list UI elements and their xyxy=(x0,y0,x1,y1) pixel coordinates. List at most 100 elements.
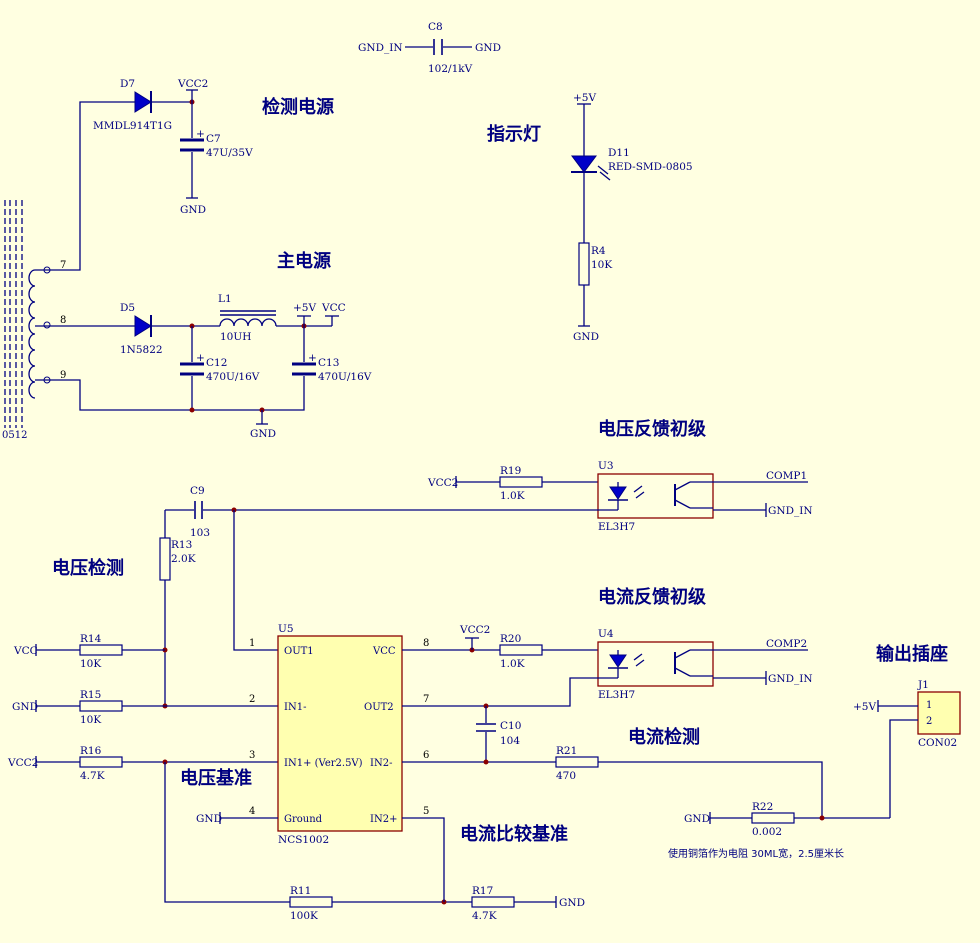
resistor-r19: R19 1.0K xyxy=(499,465,543,502)
u5-pinnum-5: 5 xyxy=(423,806,429,817)
net-vcc-main: VCC xyxy=(321,302,346,314)
u5-pin-in2m: IN2- xyxy=(370,758,392,769)
u5-pinnum-7: 7 xyxy=(423,694,429,705)
svg-text:+: + xyxy=(308,352,317,364)
u5-pinnum-1: 1 xyxy=(249,638,255,649)
u3-value: EL3H7 xyxy=(598,521,635,533)
l1-ref: L1 xyxy=(218,293,232,305)
r4-ref: R4 xyxy=(591,245,606,257)
c10-value: 104 xyxy=(500,735,520,747)
c8-value: 102/1kV xyxy=(428,63,473,75)
section-voltage-ref: 电压基准 xyxy=(180,767,252,789)
c9-value: 103 xyxy=(190,527,210,539)
j1-pin1: 1 xyxy=(926,700,932,711)
d5-ref: D5 xyxy=(120,302,135,314)
capacitor-c9: C9 103 xyxy=(190,485,210,539)
r14-ref: R14 xyxy=(80,633,102,645)
r4-value: 10K xyxy=(591,259,612,271)
c7-ref: C7 xyxy=(206,133,221,145)
net-gnd-c8: GND xyxy=(475,42,501,54)
r13-value: 2.0K xyxy=(171,553,196,565)
section-ifb-primary: 电流反馈初级 xyxy=(598,586,707,608)
d7-ref: D7 xyxy=(120,78,135,90)
u5-pin-in2p: IN2+ xyxy=(370,814,397,825)
r21-value: 470 xyxy=(556,770,576,782)
j1-ref: J1 xyxy=(917,679,929,691)
net-5v-j1: +5V xyxy=(853,701,876,713)
u5-pinnum-4: 4 xyxy=(249,806,255,817)
l1-value: 10UH xyxy=(220,331,251,343)
resistor-r22: R22 0.002 xyxy=(751,801,795,838)
u5-pinnum-2: 2 xyxy=(249,694,255,705)
capacitor-c12: + C12 470U/16V xyxy=(180,352,260,383)
diode-d5: D5 1N5822 xyxy=(120,302,163,356)
net-gnd-indicator: GND xyxy=(573,331,599,343)
c10-ref: C10 xyxy=(500,720,521,732)
resistor-r15: R15 10K xyxy=(79,689,123,726)
u5-pin-vcc: VCC xyxy=(372,646,396,657)
optocoupler-u3: U3 EL3H7 xyxy=(597,460,714,533)
r14-value: 10K xyxy=(80,658,101,670)
net-gnd-r15: GND xyxy=(12,701,38,713)
d5-value: 1N5822 xyxy=(120,344,163,356)
u4-ref: U4 xyxy=(598,628,614,640)
net-comp1: COMP1 xyxy=(766,470,807,482)
capacitor-c7: + C7 47U/35V GND xyxy=(180,128,253,216)
resistor-r11: R11 100K xyxy=(289,885,333,922)
section-current-detect: 电流检测 xyxy=(628,726,700,748)
transformer-t1: 0512 7 8 9 xyxy=(2,200,66,441)
u5-value: NCS1002 xyxy=(278,834,329,846)
net-gnd-r17: GND xyxy=(559,897,585,909)
inductor-l1: L1 10UH xyxy=(218,293,277,343)
u5-pin-ground: Ground xyxy=(284,814,323,825)
section-output-socket: 输出插座 xyxy=(876,643,948,665)
net-gnd-main: GND xyxy=(250,428,276,440)
section-current-ref: 电流比较基准 xyxy=(460,823,568,845)
r22-value: 0.002 xyxy=(752,826,782,838)
t1-pin8: 8 xyxy=(60,315,66,326)
u5-pinnum-8: 8 xyxy=(423,638,429,649)
diode-d7: D7 MMDL914T1G xyxy=(93,78,192,132)
net-vcc-r14: VCC xyxy=(13,645,38,657)
connector-j1: J1 CON02 1 2 xyxy=(917,679,961,749)
u5-pin-in1p: IN1+ (Ver2.5V) xyxy=(284,758,363,769)
r17-ref: R17 xyxy=(472,885,493,897)
r22-ref: R22 xyxy=(752,801,773,813)
resistor-r13: R13 2.0K xyxy=(159,537,196,581)
led-d11: D11 RED-SMD-0805 xyxy=(571,147,693,181)
u5-pinnum-6: 6 xyxy=(423,750,429,761)
u3-ref: U3 xyxy=(598,460,614,472)
resistor-r4: R4 10K xyxy=(578,242,612,286)
section-voltage-detect: 电压检测 xyxy=(52,557,124,579)
capacitor-c8: C8 102/1kV GND_IN GND xyxy=(358,21,501,75)
r15-ref: R15 xyxy=(80,689,101,701)
net-comp2: COMP2 xyxy=(766,638,807,650)
u5-ref: U5 xyxy=(278,623,294,635)
r21-ref: R21 xyxy=(556,745,577,757)
r16-value: 4.7K xyxy=(80,770,105,782)
net-vcc2-r16: VCC2 xyxy=(7,757,38,769)
c8-ref: C8 xyxy=(428,21,443,33)
resistor-r20: R20 1.0K xyxy=(499,633,543,670)
section-main-power: 主电源 xyxy=(277,250,331,272)
optocoupler-u4: U4 EL3H7 xyxy=(597,628,714,701)
resistor-r16: R16 4.7K xyxy=(79,745,123,782)
c9-ref: C9 xyxy=(190,485,205,497)
capacitor-c10: C10 104 xyxy=(476,720,521,747)
c7-value: 47U/35V xyxy=(206,147,253,159)
net-5v-main: +5V xyxy=(293,302,316,314)
net-gnd-u5: GND xyxy=(196,813,222,825)
svg-text:+: + xyxy=(196,352,205,364)
resistor-r14: R14 10K xyxy=(79,633,123,670)
t1-pin9: 9 xyxy=(60,370,66,381)
r19-ref: R19 xyxy=(500,465,521,477)
r13-ref: R13 xyxy=(171,539,192,551)
svg-text:+: + xyxy=(196,128,205,140)
net-gnd-in-c8: GND_IN xyxy=(358,42,403,54)
d11-value: RED-SMD-0805 xyxy=(608,161,693,173)
r19-value: 1.0K xyxy=(500,490,525,502)
section-indicator: 指示灯 xyxy=(487,123,541,145)
u5-pin-out2: OUT2 xyxy=(364,702,394,713)
section-vfb-primary: 电压反馈初级 xyxy=(598,418,707,440)
